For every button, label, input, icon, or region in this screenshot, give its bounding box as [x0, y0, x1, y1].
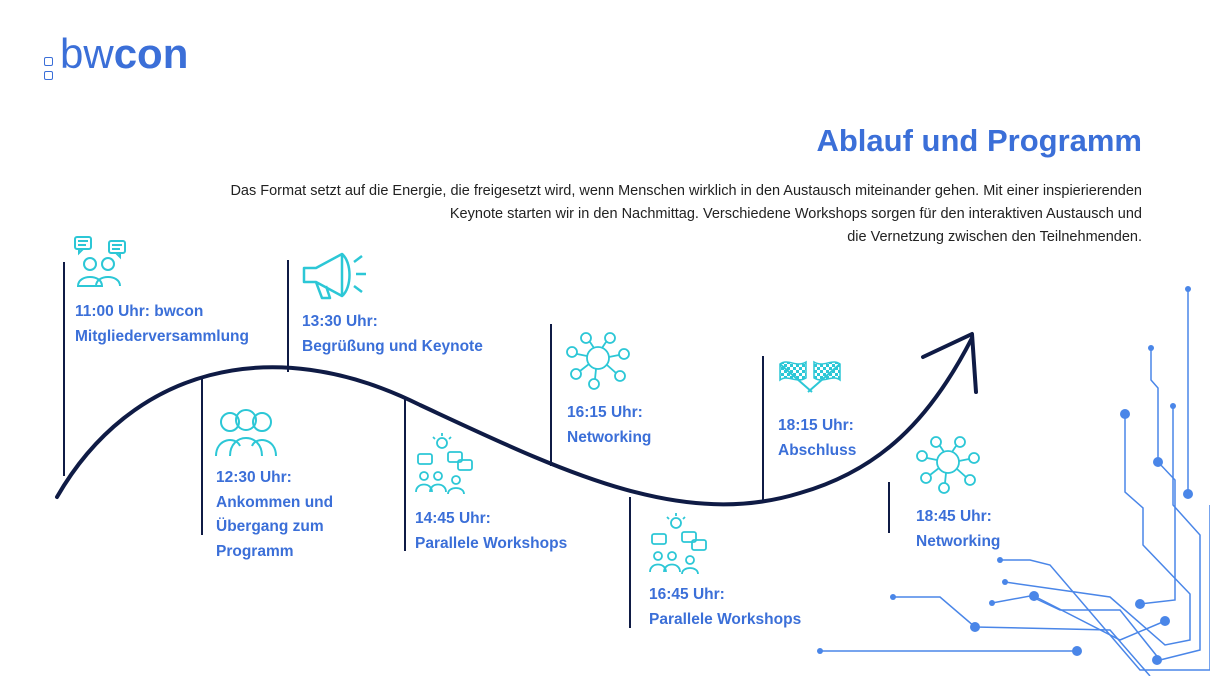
step-3-line-2: Begrüßung und Keynote: [302, 337, 483, 355]
step-label-7: 18:15 Uhr: Abschluss: [778, 414, 856, 463]
intro-text: Das Format setzt auf die Energie, die fr…: [80, 180, 1142, 249]
step-2-line-1: 12:30 Uhr:: [216, 469, 292, 486]
step-1-line-1: 11:00 Uhr: bwcon: [75, 303, 204, 320]
step-4-line-1: 14:45 Uhr:: [415, 510, 491, 527]
step-3-line-1: 13:30 Uhr:: [302, 313, 378, 330]
step-5-line-2: Networking: [567, 428, 652, 446]
step-label-1: 11:00 Uhr: bwcon Mitgliederversammlung: [75, 300, 249, 349]
workshop-icon-2: [649, 513, 707, 575]
group-icon: [215, 409, 277, 457]
step-label-3: 13:30 Uhr: Begrüßung und Keynote: [302, 310, 483, 359]
step-7-line-1: 18:15 Uhr:: [778, 417, 854, 434]
timeline-arrow-curve: [55, 336, 974, 507]
step-label-2: 12:30 Uhr: Ankommen und Übergang zum Pro…: [216, 466, 333, 564]
step-7-line-2: Abschluss: [778, 441, 857, 459]
step-6-line-2: Parallele Workshops: [649, 610, 802, 628]
logo-text-bold: con: [113, 30, 189, 77]
step-2-line-3: Übergang zum: [216, 518, 324, 535]
marker-lines: [63, 260, 890, 628]
workshop-icon: [415, 433, 473, 495]
step-2-line-4: Programm: [216, 542, 294, 560]
step-5-line-1: 16:15 Uhr:: [567, 404, 643, 421]
page-title: Ablauf und Programm: [816, 123, 1142, 158]
step-label-6: 16:45 Uhr: Parallele Workshops: [649, 583, 801, 632]
step-label-8: 18:45 Uhr: Networking: [916, 505, 1000, 554]
finish-flags-icon: [779, 360, 841, 393]
step-8-line-1: 18:45 Uhr:: [916, 508, 992, 525]
logo-wordmark: bwcon: [60, 30, 188, 78]
logo-text-light: bw: [60, 30, 114, 77]
network-icon-2: [916, 436, 980, 494]
step-label-4: 14:45 Uhr: Parallele Workshops: [415, 507, 567, 556]
arrow-head-icon: [921, 332, 978, 394]
step-label-5: 16:15 Uhr: Networking: [567, 401, 651, 450]
step-4-line-2: Parallele Workshops: [415, 534, 568, 552]
intro-line-2: Keynote starten wir in den Nachmittag. V…: [449, 206, 1142, 222]
circuit-nodes: [817, 286, 1193, 665]
step-8-line-2: Networking: [916, 532, 1001, 550]
step-2-line-2: Ankommen und: [216, 493, 334, 511]
intro-line-1: Das Format setzt auf die Energie, die fr…: [230, 183, 1142, 199]
intro-line-3: die Vernetzung zwischen den Teilnehmende…: [847, 229, 1142, 245]
bwcon-logo: bwcon: [42, 30, 222, 90]
megaphone-icon: [302, 252, 366, 300]
step-1-line-2: Mitgliederversammlung: [75, 327, 249, 345]
logo-dots-icon: [42, 57, 54, 89]
network-icon: [566, 332, 630, 390]
step-6-line-1: 16:45 Uhr:: [649, 586, 725, 603]
chat-people-icon: [74, 236, 126, 287]
